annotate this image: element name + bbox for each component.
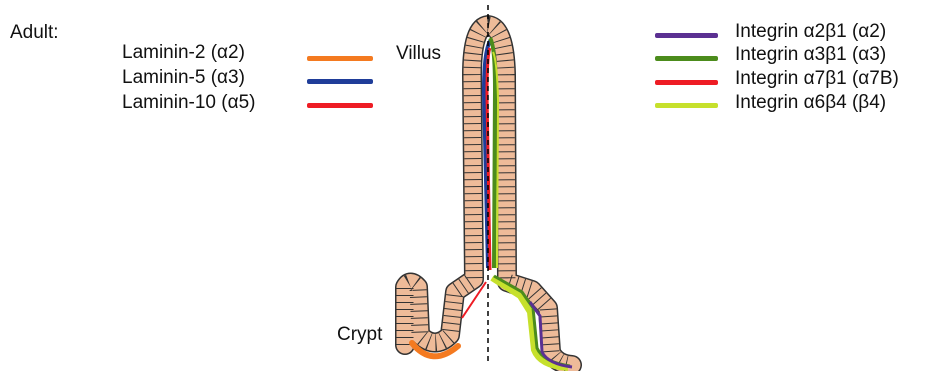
villus-matrix-lines xyxy=(484,38,498,270)
